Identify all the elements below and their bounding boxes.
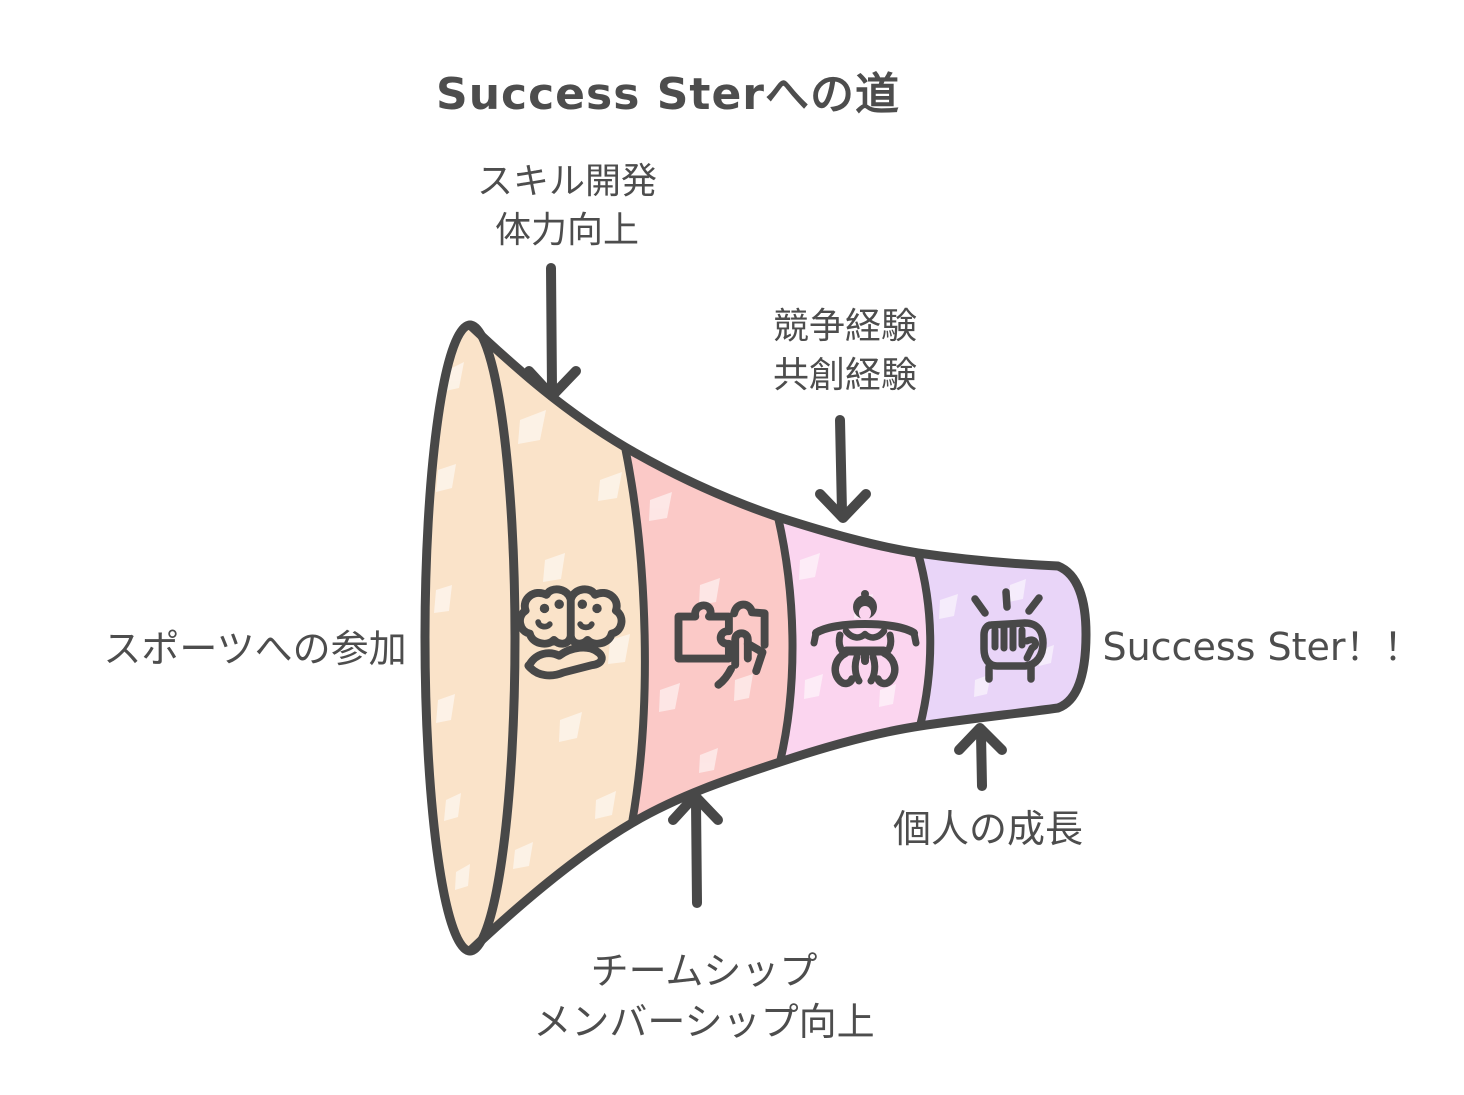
brain-in-hand-icon	[516, 585, 626, 680]
annotation-arrows	[524, 263, 1007, 908]
divider-3	[914, 549, 935, 730]
divider-2	[774, 513, 797, 766]
arrow-skill-down	[524, 263, 581, 401]
annotation-stage-2-line1: チームシップ	[590, 949, 818, 993]
funnel-outlines	[420, 320, 1091, 956]
annotation-stage-4: 個人の成長	[893, 804, 1083, 855]
annotation-stage-4-line1: 個人の成長	[892, 807, 1084, 851]
arrow-teamship-up	[668, 791, 723, 908]
annotation-stage-3: 競争経験 共創経験	[773, 303, 917, 400]
annotation-stage-3-line1: 競争経験	[772, 306, 918, 347]
annotation-stage-1-line1: スキル開発	[476, 161, 658, 202]
result-label: Success Ster！！	[1102, 625, 1422, 669]
funnel-mouth-outline	[420, 320, 520, 956]
annotation-stage-2: チームシップ メンバーシップ向上	[533, 946, 874, 1049]
funnel-body-outline	[465, 320, 1091, 956]
rough-fill-texture	[434, 362, 1054, 890]
arrow-growth-up	[954, 723, 1007, 791]
sumo-wrestler-icon	[810, 590, 920, 688]
entry-label: スポーツへの参加	[103, 627, 407, 671]
annotation-stage-3-line2: 共創経験	[772, 354, 918, 396]
puzzle-hand-icon	[674, 600, 769, 689]
divider-1	[621, 443, 649, 827]
annotation-stage-1-line2: 体力向上	[494, 209, 640, 251]
annotation-stage-2-line2: メンバーシップ向上	[533, 1000, 875, 1045]
segment-stage-2	[625, 447, 793, 823]
arrow-competition-down	[815, 415, 871, 523]
diagram-title: Success Sterへの道	[436, 69, 900, 120]
raised-fist-icon	[971, 588, 1047, 683]
stage-icons	[516, 585, 1047, 689]
annotation-stage-1: スキル開発 体力向上	[477, 158, 657, 255]
